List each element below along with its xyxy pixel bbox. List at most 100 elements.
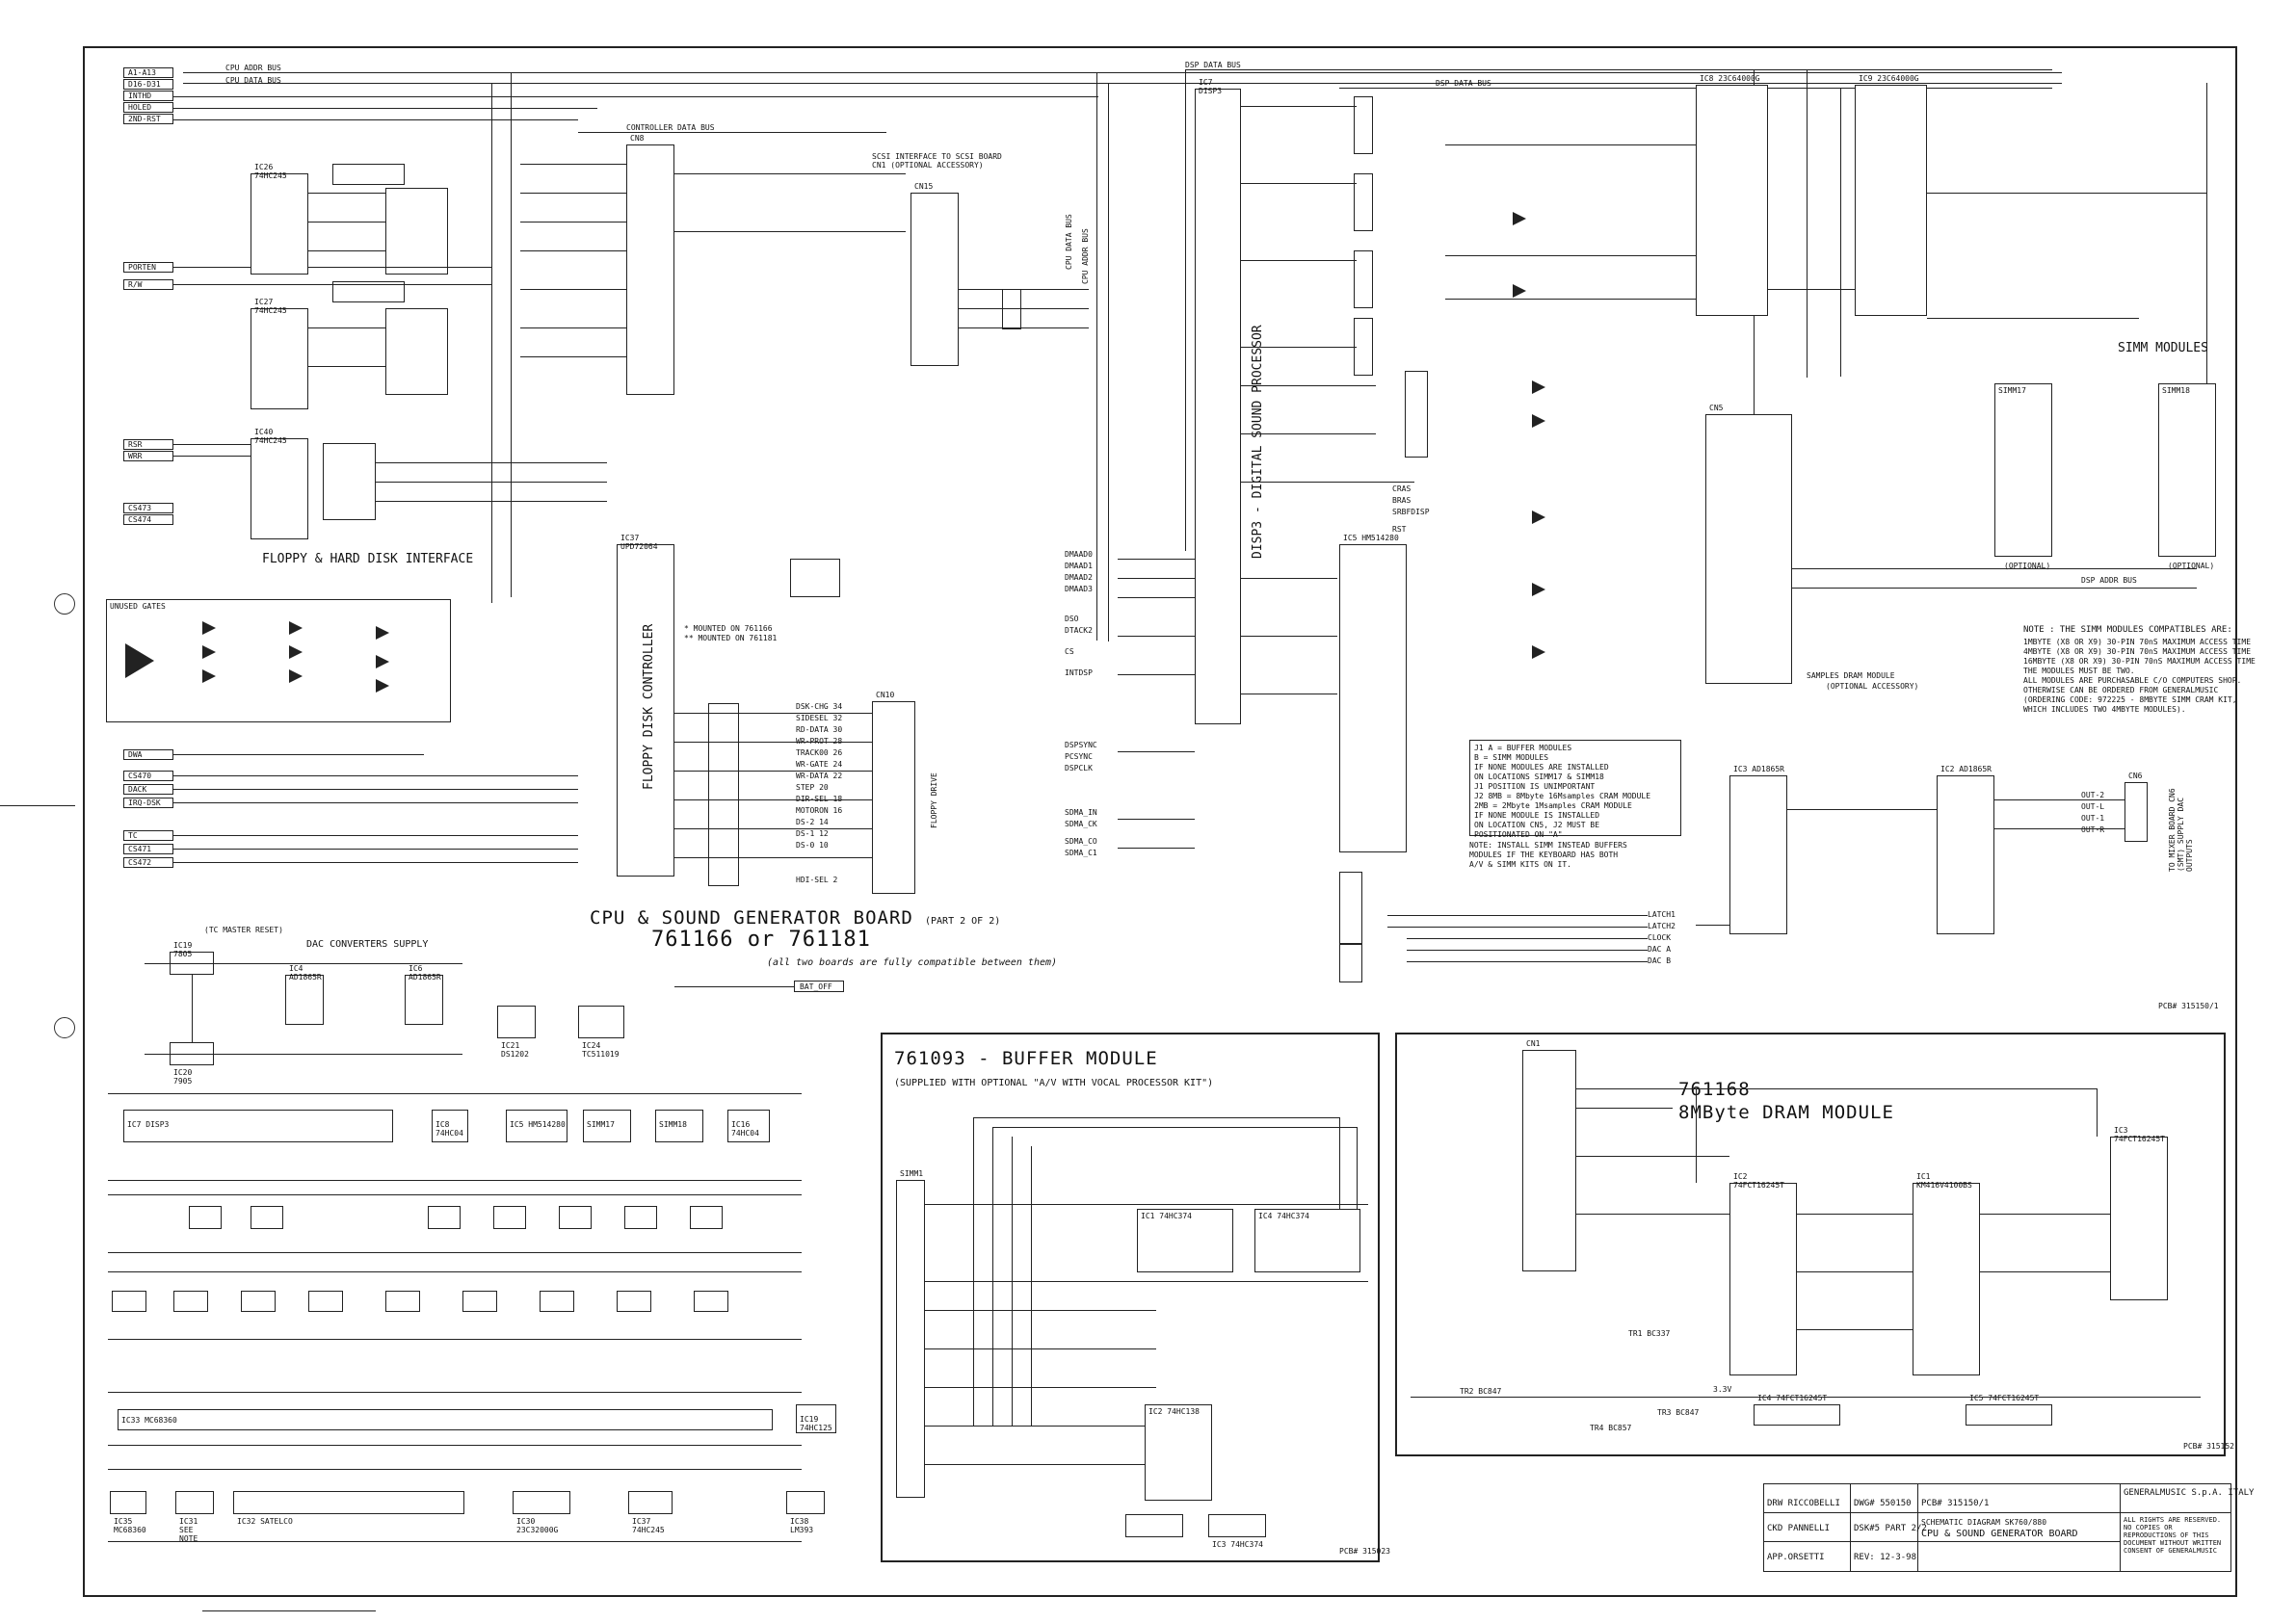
dram-ic5-power: IC5 74FCT16245T <box>1966 1394 2052 1426</box>
wire <box>959 327 1089 328</box>
wire <box>1696 1088 1697 1183</box>
wire <box>173 835 578 836</box>
ic24-ram: IC24 TC511019 <box>578 1006 624 1059</box>
buffer-module-panel <box>881 1033 1380 1562</box>
bus-riser <box>1096 72 1097 641</box>
wire <box>1696 925 1729 926</box>
wire <box>959 308 1089 309</box>
buffer-ic2-decoder: IC2 74HC138 <box>1145 1404 1212 1501</box>
bat-off-label: BAT_OFF <box>800 982 832 991</box>
inverter-gate <box>289 645 303 659</box>
wire <box>1797 1214 1913 1215</box>
wire <box>308 250 385 251</box>
crystal-oscillator <box>790 559 840 597</box>
wire <box>192 975 193 1042</box>
signal-cs472: CS472 <box>128 858 152 867</box>
wire <box>925 1204 1368 1205</box>
tc-master-reset-label: (TC MASTER RESET) <box>204 926 283 934</box>
dram-ic4-power: IC4 74FCT16245T <box>1754 1394 1840 1426</box>
wire <box>308 193 385 194</box>
bus-label: CONTROLLER DATA BUS <box>626 123 715 132</box>
title-block-divider <box>1850 1483 1851 1572</box>
tb-pcb-number: PCB# 315150/1 <box>1921 1499 1990 1508</box>
wire <box>674 857 872 858</box>
wire <box>173 267 491 268</box>
ic8-power: IC8 74HC04 <box>432 1110 468 1142</box>
wire <box>992 1127 1357 1128</box>
ic38-power: IC38 LM393 <box>786 1491 825 1534</box>
fdc-label: FLOPPY DISK CONTROLLER <box>642 623 656 790</box>
wire <box>959 289 1089 290</box>
wire <box>520 193 626 194</box>
vcc-rail <box>108 1194 802 1195</box>
wire <box>1118 636 1195 637</box>
dram-module-title: 761168 <box>1678 1079 1751 1100</box>
signal-a1-a13: A1-A13 <box>128 68 156 77</box>
wire <box>1241 482 1414 483</box>
bus-riser <box>1840 88 1841 377</box>
wire <box>173 754 424 755</box>
tb-revision: REV: 12-3-98 <box>1854 1553 1917 1562</box>
wire <box>173 108 597 109</box>
tb-dwg-number: DWG# 550150 <box>1854 1499 1912 1508</box>
wire <box>1241 183 1357 184</box>
tb-company: GENERALMUSIC S.p.A. ITALY <box>2124 1488 2255 1498</box>
signal-2nd-rst: 2ND-RST <box>128 115 161 123</box>
wire <box>173 456 251 457</box>
buffer-gate <box>1532 380 1545 394</box>
wire <box>1118 674 1195 675</box>
ic-decouple <box>462 1291 497 1312</box>
inverter-gate <box>202 621 216 635</box>
title-block-divider <box>1917 1483 1918 1572</box>
ic-decouple <box>112 1291 146 1312</box>
wire <box>925 1426 1145 1427</box>
inverter-gate <box>1513 284 1526 298</box>
signal-dwa: DWA <box>128 750 143 759</box>
wire <box>925 1310 1156 1311</box>
tb-disk-part: DSK#5 PART 2/2 <box>1854 1524 1927 1533</box>
unused-gates-box <box>106 599 451 722</box>
simm1-connector: SIMM1 <box>896 1169 925 1498</box>
wire <box>1576 1088 2097 1089</box>
floppy-drive-label: FLOPPY DRIVE <box>930 772 938 828</box>
wire <box>1927 193 2206 194</box>
wire <box>173 862 578 863</box>
ras-cas-list: CRAS BRAS SRBFDISP RST <box>1392 484 1430 534</box>
wire <box>925 1387 1156 1388</box>
dram-ic2-transceiver: IC2 74FCT16245T <box>1729 1172 1797 1375</box>
title-block-divider <box>1763 1541 2120 1542</box>
wire <box>1994 828 2124 829</box>
gnd-rail <box>108 1339 802 1340</box>
transistor-tr3: TR3 BC847 <box>1657 1408 1700 1417</box>
wire <box>1994 799 2124 800</box>
wire <box>308 366 385 367</box>
wire <box>1411 1397 2201 1398</box>
ic-decouple <box>173 1291 208 1312</box>
wire <box>520 289 626 290</box>
ic37-power: IC37 74HC245 <box>628 1491 673 1534</box>
wire <box>925 1464 1145 1465</box>
resistor-array <box>385 308 448 395</box>
ic2-dac: IC2 AD1865R <box>1937 765 1994 934</box>
ic-decouple <box>694 1291 728 1312</box>
wire <box>376 501 607 502</box>
wire <box>973 1117 974 1426</box>
tb-rights: ALL RIGHTS ARE RESERVED. NO COPIES OR RE… <box>2124 1516 2222 1555</box>
buffer-ic4: IC4 74HC374 <box>1254 1209 1360 1272</box>
wire <box>145 963 462 964</box>
buffer-ic2-power <box>1125 1514 1183 1537</box>
dram-module-panel <box>1395 1033 2226 1456</box>
mixer-board-label: TO MIXER BOARD CN6 (SMT) SUPPLY DAC OUTP… <box>2168 788 2194 872</box>
dram-module-pcb: PCB# 315152 <box>2183 1442 2234 1451</box>
cn8-connector: CN8 <box>626 134 674 395</box>
fold-mark <box>202 1610 376 1611</box>
vcc-rail <box>108 1093 802 1094</box>
signal-d16-d31: D16-D31 <box>128 80 161 89</box>
wire <box>1576 1156 1729 1157</box>
title-block <box>1763 1483 2231 1572</box>
ic-decouple <box>624 1206 657 1229</box>
tb-checked-by: CKD PANNELLI <box>1767 1524 1831 1533</box>
inverter-gate <box>289 669 303 683</box>
wire <box>2097 1088 2098 1137</box>
wire <box>520 222 626 223</box>
